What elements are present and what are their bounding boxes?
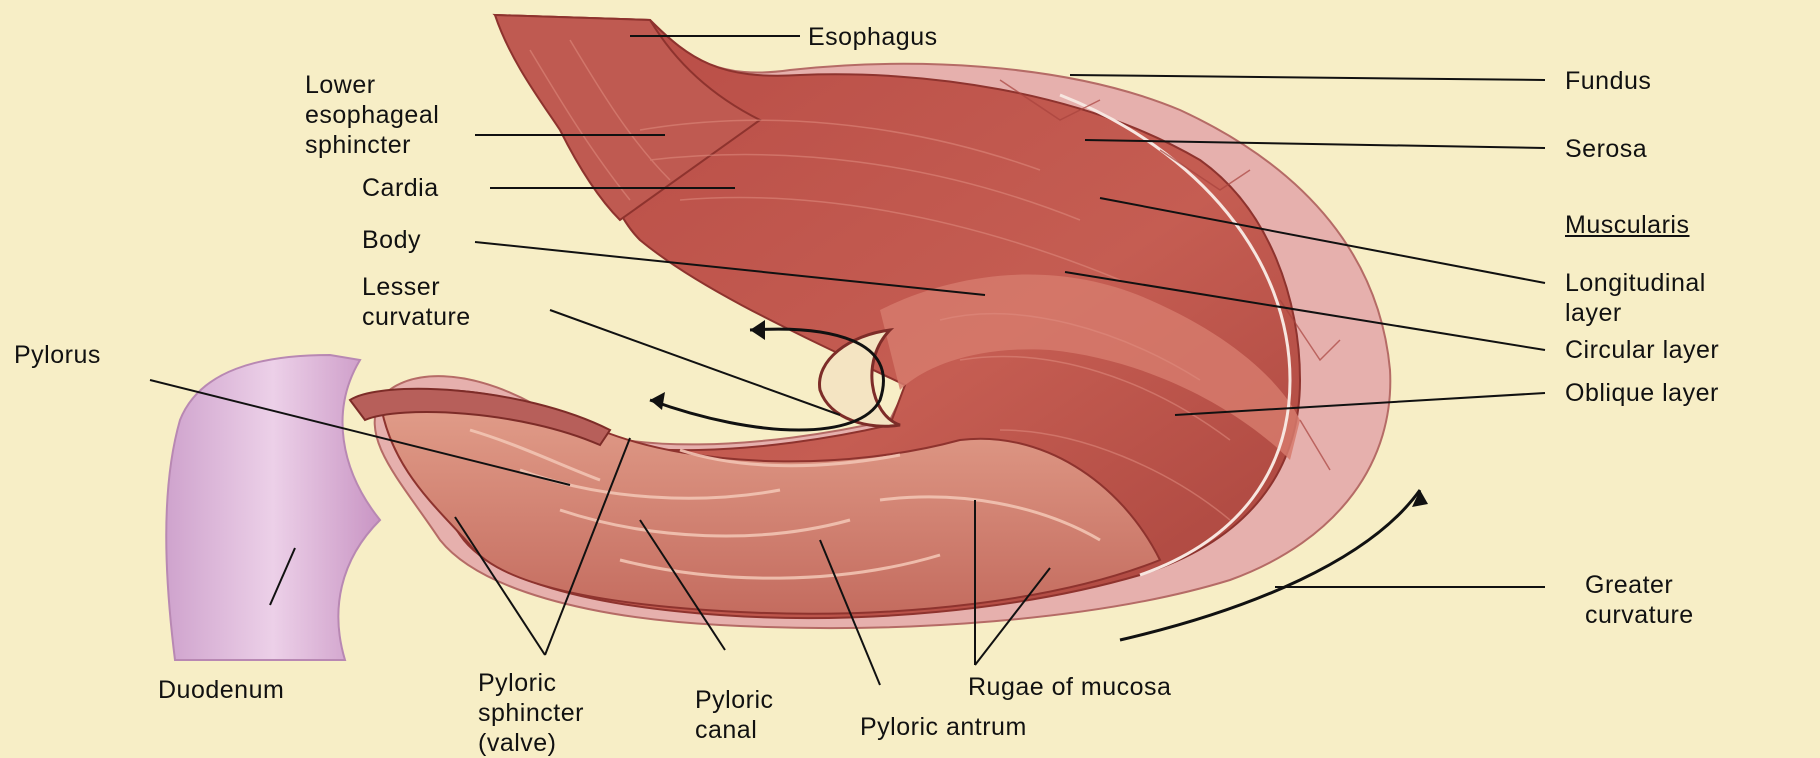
label-duodenum: Duodenum <box>158 675 284 705</box>
label-rugae-of-mucosa: Rugae of mucosa <box>968 672 1171 702</box>
label-lesser-curvature: Lesser curvature <box>362 272 471 332</box>
duodenum-shape <box>166 355 380 660</box>
label-les-line2: esophageal <box>305 100 439 130</box>
label-oblique-layer: Oblique layer <box>1565 378 1719 408</box>
label-serosa: Serosa <box>1565 134 1647 164</box>
label-pyloric-sphincter: Pyloric sphincter (valve) <box>478 668 584 758</box>
label-long-line2: layer <box>1565 298 1706 328</box>
label-les-line3: sphincter <box>305 130 439 160</box>
label-greater-curvature: Greater curvature <box>1585 570 1694 630</box>
label-ps-line2: sphincter <box>478 698 584 728</box>
label-gc-line2: curvature <box>1585 600 1694 630</box>
label-long-line1: Longitudinal <box>1565 268 1706 298</box>
label-cardia: Cardia <box>362 173 439 203</box>
label-ps-line1: Pyloric <box>478 668 584 698</box>
label-pc-line1: Pyloric <box>695 685 774 715</box>
label-lower-esophageal-sphincter: Lower esophageal sphincter <box>305 70 439 160</box>
label-pylorus: Pylorus <box>14 340 101 370</box>
label-pc-line2: canal <box>695 715 774 745</box>
label-lesser-line1: Lesser <box>362 272 471 302</box>
label-lesser-line2: curvature <box>362 302 471 332</box>
label-muscularis: Muscularis <box>1565 210 1689 240</box>
label-body: Body <box>362 225 421 255</box>
label-longitudinal-layer: Longitudinal layer <box>1565 268 1706 328</box>
label-ps-line3: (valve) <box>478 728 584 758</box>
label-esophagus: Esophagus <box>808 22 938 52</box>
label-pyloric-canal: Pyloric canal <box>695 685 774 745</box>
label-fundus: Fundus <box>1565 66 1651 96</box>
label-pyloric-antrum: Pyloric antrum <box>860 712 1027 742</box>
label-circular-layer: Circular layer <box>1565 335 1719 365</box>
label-gc-line1: Greater <box>1585 570 1694 600</box>
label-les-line1: Lower <box>305 70 439 100</box>
